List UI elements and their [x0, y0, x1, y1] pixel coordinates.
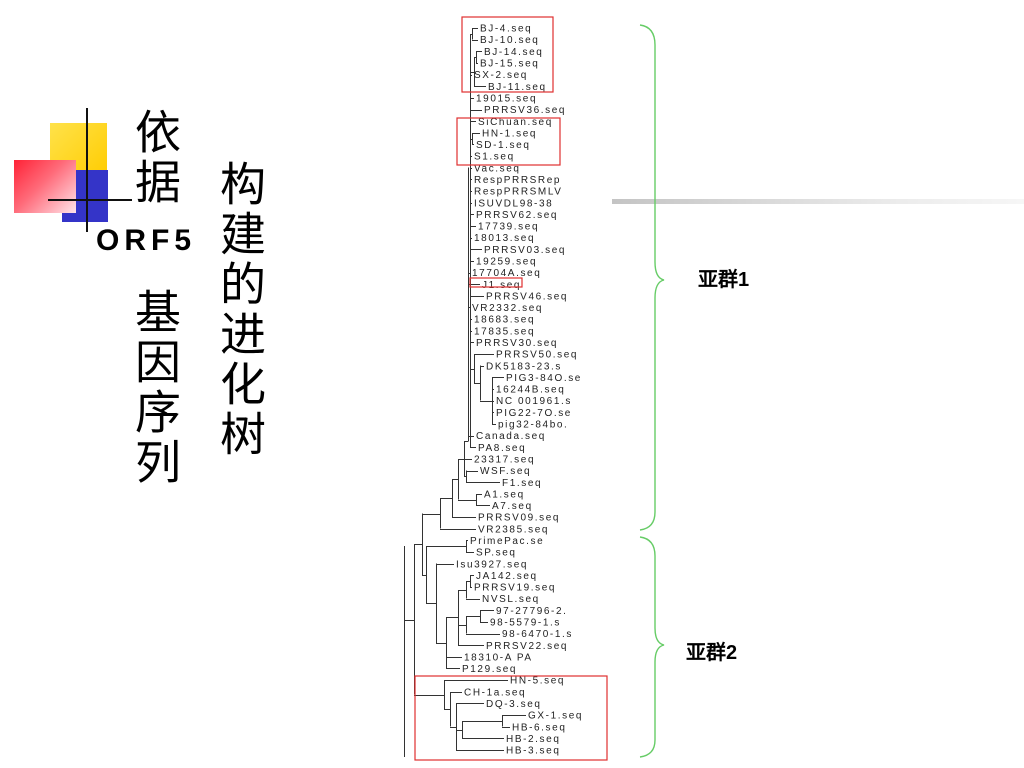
leaf-label: J1.seq: [482, 280, 521, 291]
leaf-label: BJ-10.seq: [480, 35, 539, 46]
highlight-box-hn5-hb-cluster: [414, 675, 608, 761]
leaf-label: BJ-15.seq: [480, 59, 539, 70]
leaf-label: PRRSV46.seq: [486, 291, 568, 302]
leaf-label: ISUVDL98-38: [474, 198, 553, 209]
leaf-label: RespPRRSMLV: [474, 187, 563, 198]
leaf-label: VR2385.seq: [478, 524, 549, 535]
leaf-label: JA142.seq: [476, 571, 538, 582]
leaf-label: PRRSV22.seq: [486, 641, 568, 652]
leaf-label: PrimePac.se: [470, 536, 544, 547]
leaf-label: 19015.seq: [476, 94, 537, 105]
leaf-label: BJ-4.seq: [480, 24, 532, 35]
leaf-label: 18683.seq: [474, 315, 535, 326]
highlight-boxes: [414, 16, 608, 761]
leaf-label: 98-5579-1.s: [490, 618, 561, 629]
leaf-label: A7.seq: [492, 501, 533, 512]
leaf-label: NC 001961.s: [496, 396, 572, 407]
leaf-label: DK5183-23.s: [486, 361, 562, 372]
subgroup-braces: [639, 24, 665, 758]
leaf-label: P129.seq: [462, 664, 517, 675]
leaf-label: 97-27796-2.: [496, 606, 568, 617]
leaf-label: PRRSV09.seq: [478, 513, 560, 524]
leaf-label: 16244B.seq: [496, 385, 565, 396]
leaf-label: PRRSV30.seq: [476, 338, 558, 349]
title-column-1-bottom: 基因序列: [128, 288, 182, 488]
leaf-label: NVSL.seq: [482, 594, 540, 605]
leaf-label: SX-2.seq: [474, 70, 528, 81]
leaf-label: 98-6470-1.s: [502, 629, 573, 640]
subgroup-2-brace: [639, 536, 665, 758]
leaf-label: S1.seq: [474, 152, 515, 163]
leaf-label: HB-6.seq: [512, 722, 567, 733]
leaf-label: Vac.seq: [474, 163, 521, 174]
leaf-label: HN-5.seq: [510, 676, 565, 687]
leaf-label: 17835.seq: [474, 326, 535, 337]
decorative-vertical-line: [86, 108, 88, 232]
leaf-label: HB-3.seq: [506, 746, 561, 757]
leaf-label: HN-1.seq: [482, 128, 537, 139]
leaf-label: 19259.seq: [476, 257, 537, 268]
leaf-label: 23317.seq: [474, 455, 535, 466]
leaf-label: PRRSV03.seq: [484, 245, 566, 256]
highlight-box-bj-cluster: [461, 16, 554, 93]
leaf-label: RespPRRSRep: [474, 175, 561, 186]
decorative-red-square: [14, 160, 76, 213]
leaf-label: SiChuan.seq: [478, 117, 553, 128]
leaf-label: PRRSV50.seq: [496, 350, 578, 361]
leaf-label: GX-1.seq: [528, 711, 583, 722]
leaf-label: 18013.seq: [474, 233, 535, 244]
subgroup-1-label: 亚群1: [698, 269, 750, 291]
leaf-label: CH-1a.seq: [464, 687, 526, 698]
subgroup-2-label: 亚群2: [686, 642, 738, 664]
leaf-label: A1.seq: [484, 489, 525, 500]
tree-branches: [404, 28, 526, 757]
leaf-label: SD-1.seq: [476, 140, 531, 151]
leaf-label: BJ-11.seq: [488, 82, 547, 93]
decorative-horizontal-line: [48, 199, 132, 201]
leaf-label: Canada.seq: [476, 431, 546, 442]
title-column-2: 构建的进化树: [213, 160, 267, 460]
leaf-label: F1.seq: [502, 478, 542, 489]
title-column-1-top: 依据: [128, 108, 182, 208]
leaf-label: Isu3927.seq: [456, 559, 528, 570]
leaf-label: WSF.seq: [480, 466, 531, 477]
leaf-label: 18310-A PA: [464, 652, 533, 663]
leaf-label: PRRSV62.seq: [476, 210, 558, 221]
leaf-label: HB-2.seq: [506, 734, 561, 745]
leaf-label: VR2332.seq: [472, 303, 543, 314]
leaf-label: DQ-3.seq: [486, 699, 542, 710]
subgroup-1-brace: [639, 24, 665, 531]
tree-leaf-labels: BJ-4.seqBJ-10.seqBJ-14.seqBJ-15.seqSX-2.…: [456, 24, 583, 757]
leaf-label: pig32-84bo.: [498, 420, 568, 431]
highlight-box-hn-sd-s1-cluster: [456, 117, 561, 166]
highlight-box-j1: [469, 277, 523, 288]
decorative-gray-rule: [612, 199, 1024, 204]
leaf-label: PIG3-84O.se: [506, 373, 582, 384]
leaf-label: PRRSV36.seq: [484, 105, 566, 116]
leaf-label: PA8.seq: [478, 443, 526, 454]
leaf-label: PIG22-7O.se: [496, 408, 572, 419]
leaf-label: PRRSV19.seq: [474, 583, 556, 594]
leaf-label: 17739.seq: [478, 222, 539, 233]
leaf-label: SP.seq: [476, 548, 517, 559]
leaf-label: 17704A.seq: [472, 268, 541, 279]
leaf-label: BJ-14.seq: [484, 47, 543, 58]
title-gene-name: ORF5: [96, 224, 197, 257]
